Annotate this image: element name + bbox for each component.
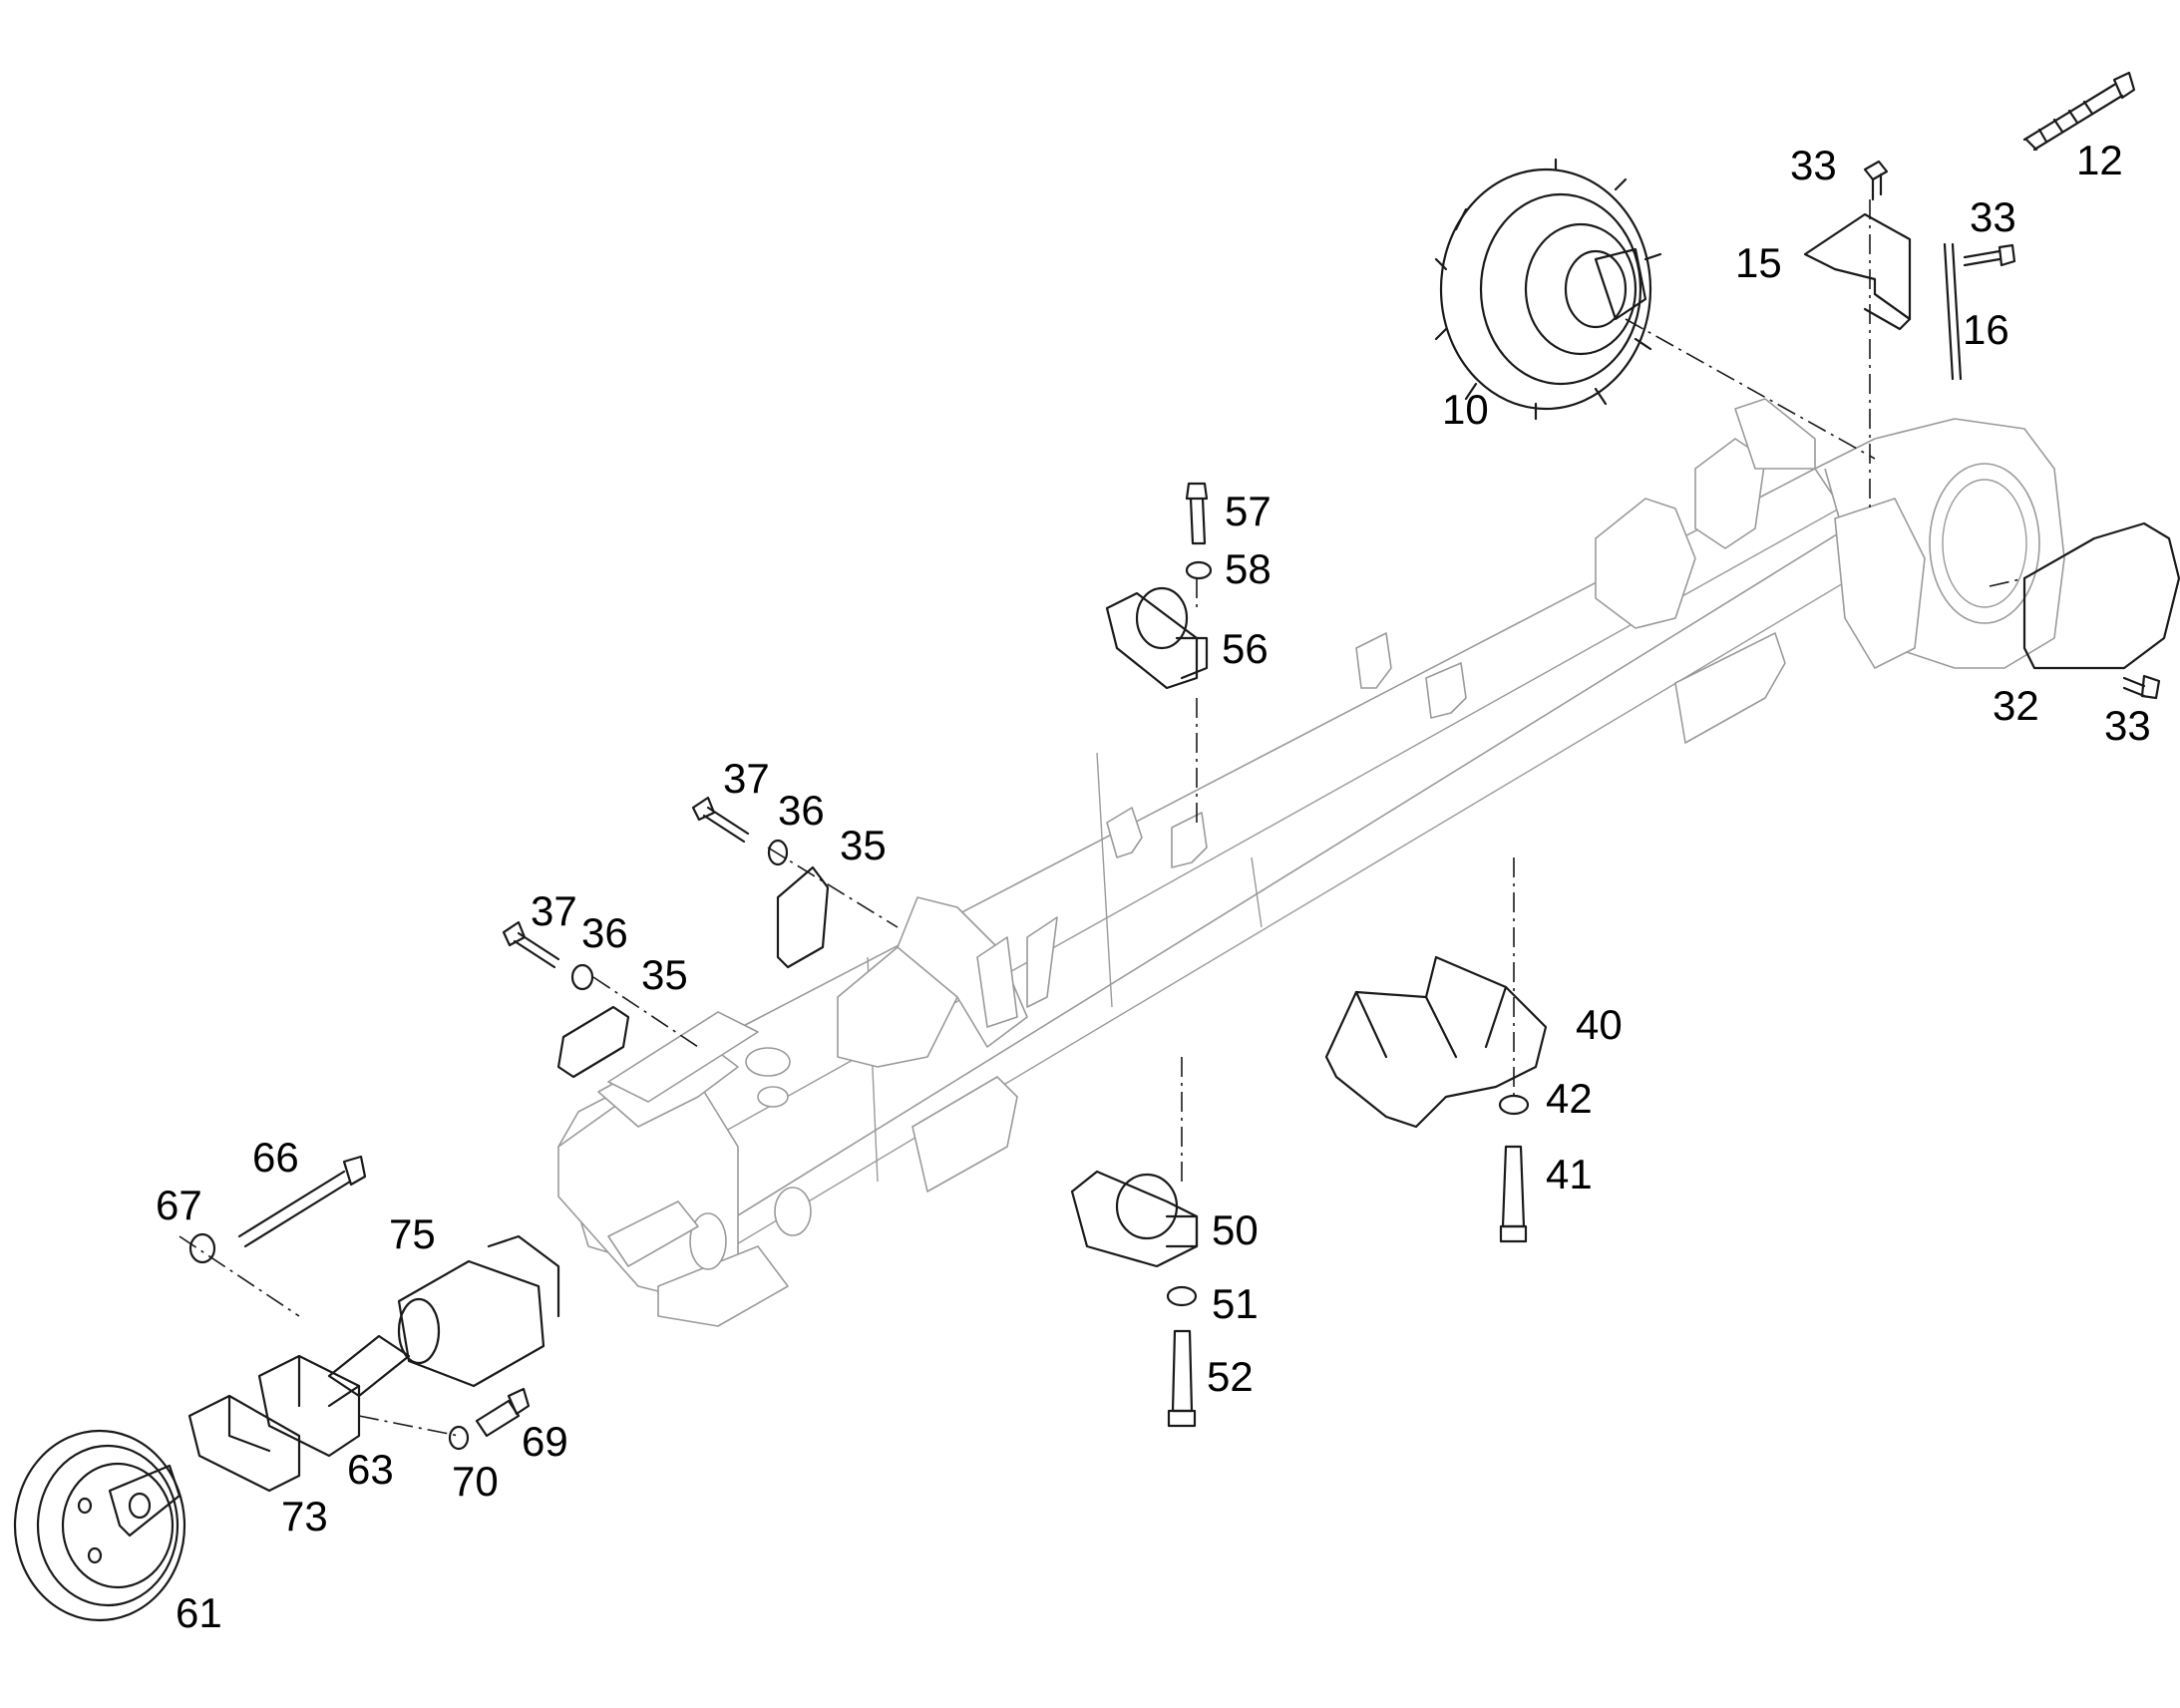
callout-56: 56 [1222, 625, 1269, 672]
bolt-66 [237, 1155, 367, 1248]
callout-33-bottom: 33 [2104, 702, 2151, 749]
final-drive-motor [1434, 158, 1662, 421]
cover-plate-32 [2022, 521, 2180, 670]
callout-32: 32 [1993, 682, 2039, 729]
callout-73: 73 [281, 1493, 328, 1539]
callout-33-top: 33 [1790, 142, 1837, 188]
assembly-lines [179, 199, 2025, 1437]
callout-15: 15 [1735, 239, 1782, 286]
carrier-roller-56 [1105, 586, 1209, 690]
cover-35-upper [776, 865, 830, 969]
washer-67 [188, 1232, 216, 1264]
callout-67: 67 [156, 1182, 202, 1228]
yoke-63 [257, 1354, 361, 1458]
bolt-37-lower [502, 920, 560, 969]
grease-fitting-69 [475, 1387, 531, 1438]
cover-35-lower [556, 1005, 630, 1079]
callout-70: 70 [452, 1458, 499, 1505]
callout-12: 12 [2076, 137, 2123, 183]
callout-63: 63 [347, 1446, 394, 1493]
bolt-12 [2022, 71, 2136, 152]
bolt-33-top [1863, 160, 1889, 201]
bolt-52 [1167, 1329, 1197, 1428]
bolt-37-upper [691, 796, 750, 844]
callout-51: 51 [1212, 1280, 1259, 1327]
seal-70 [448, 1425, 470, 1451]
callout-52: 52 [1207, 1353, 1254, 1400]
callout-57: 57 [1225, 488, 1272, 534]
callout-16: 16 [1963, 306, 2009, 353]
washer-58 [1185, 560, 1213, 580]
track-frame [557, 398, 2065, 1327]
callout-36-lower: 36 [581, 909, 628, 956]
callout-50: 50 [1212, 1206, 1259, 1253]
washer-51 [1166, 1285, 1198, 1307]
callout-10: 10 [1442, 386, 1489, 433]
bolt-33-bottom [2122, 674, 2161, 700]
callout-36-upper: 36 [778, 787, 825, 834]
bolt-41 [1499, 1145, 1528, 1243]
idler-61 [13, 1429, 186, 1622]
callout-35-upper: 35 [840, 822, 887, 868]
bolt-33-right [1963, 243, 2016, 267]
callout-66: 66 [252, 1134, 299, 1181]
callout-40: 40 [1576, 1001, 1623, 1048]
washer-42 [1498, 1094, 1530, 1116]
cylinder-75 [327, 1234, 560, 1398]
callout-35-lower: 35 [641, 951, 688, 998]
callout-75: 75 [389, 1210, 436, 1257]
callout-37-upper: 37 [723, 755, 770, 802]
callout-61: 61 [176, 1589, 222, 1636]
bolt-57 [1185, 482, 1209, 545]
callout-labels: 10 12 15 16 32 33 33 33 35 35 36 36 37 3… [156, 137, 2151, 1636]
track-roller-50 [1070, 1170, 1199, 1268]
bracket-73 [187, 1394, 301, 1493]
callout-69: 69 [522, 1418, 568, 1465]
bracket-15 [1803, 212, 1912, 331]
callout-33-right: 33 [1970, 193, 2016, 240]
roller-guard-40 [1324, 955, 1548, 1129]
washer-36-upper [767, 839, 789, 866]
callout-41: 41 [1546, 1151, 1593, 1197]
callout-58: 58 [1225, 545, 1272, 592]
strip-16 [1943, 242, 1963, 381]
callout-42: 42 [1546, 1075, 1593, 1122]
washer-36-lower [570, 963, 594, 991]
callout-37-lower: 37 [531, 887, 577, 934]
